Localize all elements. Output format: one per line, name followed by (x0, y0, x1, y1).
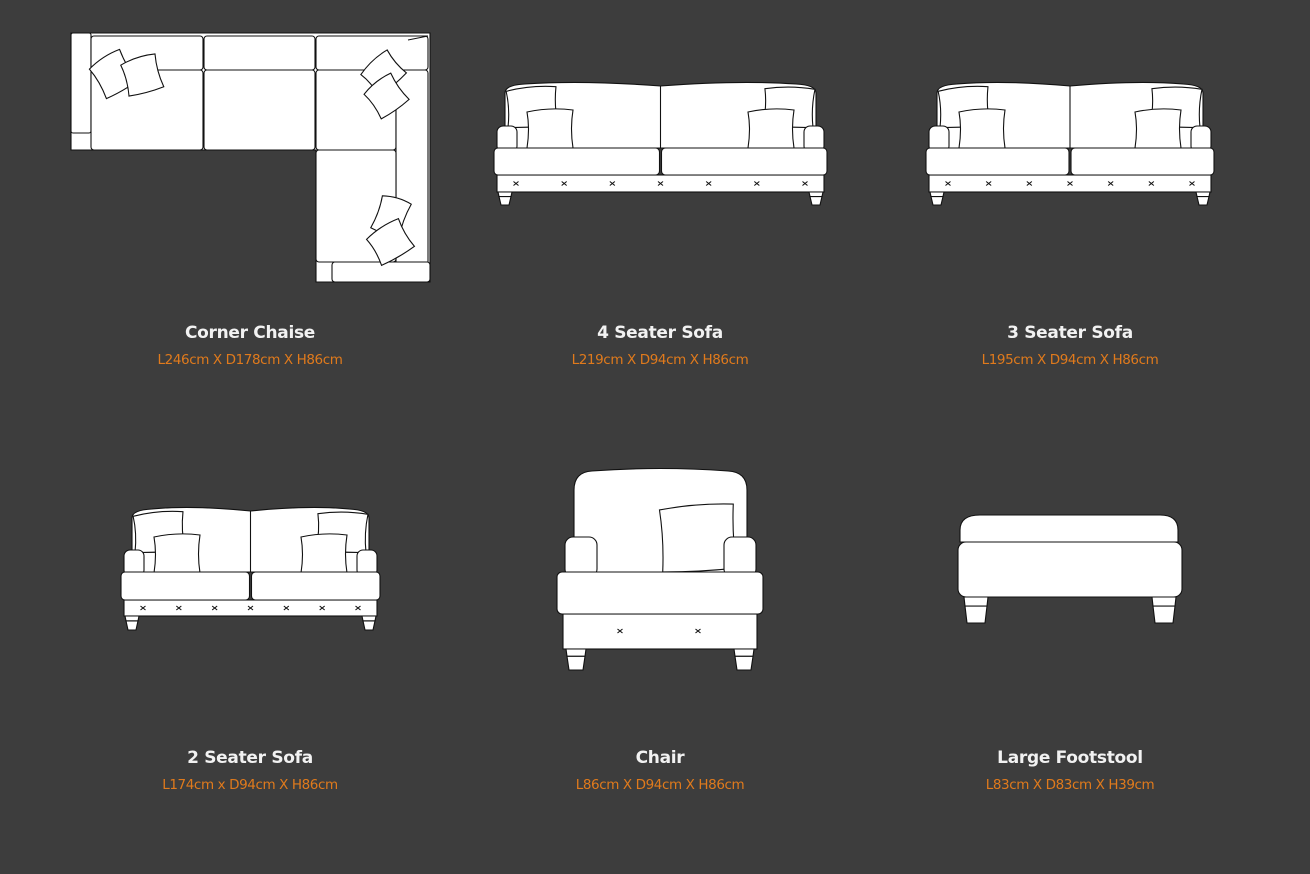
product-large-footstool[interactable]: Large Footstool L83cm X D83cm X H39cm (870, 748, 1270, 793)
product-chair[interactable]: Chair L86cm X D94cm X H86cm (460, 748, 860, 793)
product-dimensions: L219cm X D94cm X H86cm (571, 352, 749, 368)
chair-icon (556, 467, 764, 671)
footstool-icon (957, 514, 1183, 624)
product-dimensions: L195cm X D94cm X H86cm (981, 352, 1159, 368)
product-dimensions: L86cm X D94cm X H86cm (575, 777, 745, 793)
four-seater-sofa-icon (493, 81, 828, 206)
two-seater-sofa-icon (120, 506, 381, 631)
product-2-seater-sofa[interactable]: 2 Seater Sofa L174cm x D94cm X H86cm (50, 748, 450, 793)
product-3-seater-sofa[interactable]: 3 Seater Sofa L195cm X D94cm X H86cm (870, 323, 1270, 368)
product-title: Large Footstool (997, 748, 1143, 768)
corner-chaise-icon (70, 32, 431, 283)
product-dimensions: L174cm x D94cm X H86cm (162, 777, 338, 793)
product-title: Chair (635, 748, 685, 768)
product-dimensions: L246cm X D178cm X H86cm (157, 352, 343, 368)
product-dimensions: L83cm X D83cm X H39cm (985, 777, 1155, 793)
product-4-seater-sofa[interactable]: 4 Seater Sofa L219cm X D94cm X H86cm (460, 323, 860, 368)
product-title: 3 Seater Sofa (1007, 323, 1133, 343)
product-title: 4 Seater Sofa (597, 323, 723, 343)
product-title: 2 Seater Sofa (187, 748, 313, 768)
three-seater-sofa-icon (925, 81, 1215, 206)
product-title: Corner Chaise (184, 323, 316, 343)
product-corner-chaise[interactable]: Corner Chaise L246cm X D178cm X H86cm (50, 323, 450, 368)
